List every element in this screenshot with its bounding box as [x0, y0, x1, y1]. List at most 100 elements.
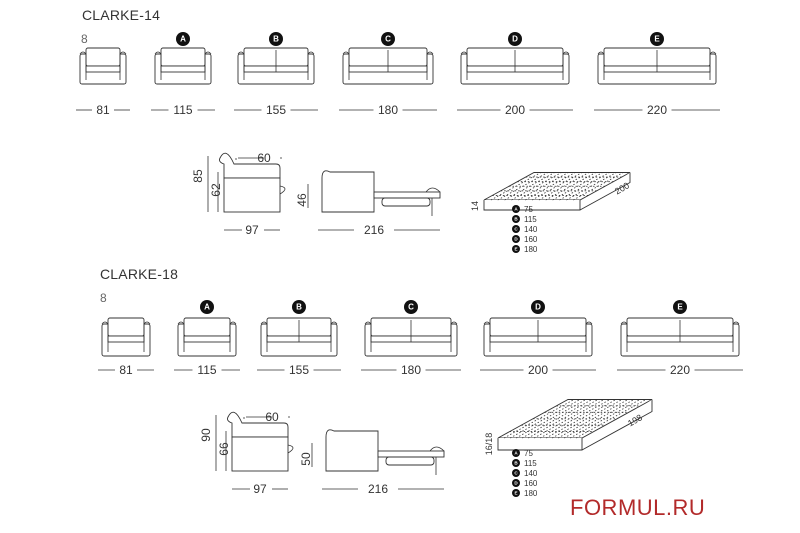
sofa-right-arm — [143, 321, 151, 352]
size-badge-c: C — [381, 32, 395, 46]
sofa-side-view — [227, 411, 294, 472]
sofa-left-arm — [460, 51, 468, 80]
sofa-side-handle — [279, 185, 286, 195]
sofa-front-view — [460, 47, 570, 85]
size-badge-e: E — [512, 245, 520, 253]
quilt-line — [559, 172, 610, 201]
quilt-line — [572, 172, 624, 201]
mattress-width-value: 160 — [524, 479, 538, 488]
sofa-right-arm — [585, 321, 593, 352]
badge-circle — [512, 235, 520, 243]
size-badge-b: B — [512, 459, 520, 467]
sofa-front-view — [79, 47, 127, 85]
width-value: 180 — [401, 363, 421, 377]
section-clarke-14: 81A115B155C180D200E220608562974621614200… — [76, 32, 720, 254]
size-badge-c: C — [404, 300, 418, 314]
badge-circle — [512, 489, 520, 497]
sofa-right-arm — [204, 51, 212, 80]
badge-letter: A — [514, 207, 518, 212]
size-badge-d: D — [531, 300, 545, 314]
mattress-width-value: 180 — [524, 489, 538, 498]
depth-value: 97 — [245, 223, 259, 237]
back-depth-value: 60 — [257, 151, 271, 165]
width-value: 200 — [505, 103, 525, 117]
badge-circle — [269, 32, 283, 46]
size-badge-b: B — [269, 32, 283, 46]
quilt-line — [552, 172, 603, 201]
open-length-value: 216 — [368, 482, 388, 496]
sofa-front-view — [154, 47, 212, 85]
size-badge-b: B — [292, 300, 306, 314]
height-value: 85 — [191, 169, 205, 183]
sofa-right-arm — [709, 51, 717, 80]
badge-circle — [512, 459, 520, 467]
badge-letter: D — [514, 237, 518, 242]
badge-letter: E — [677, 303, 683, 312]
quilt-line — [518, 172, 569, 201]
sofa-back — [107, 317, 145, 337]
width-value: 81 — [96, 103, 110, 117]
sofa-left-arm — [260, 321, 268, 352]
sofa-bed-open-view — [321, 170, 441, 216]
size-badge-e: E — [650, 32, 664, 46]
sofa-seat — [85, 65, 121, 73]
sofa-left-arm — [237, 51, 245, 80]
sofa-front-view — [364, 317, 458, 357]
mattress-width-value: 115 — [524, 459, 537, 468]
quilt-line — [503, 399, 575, 439]
seat-height-value: 66 — [217, 442, 231, 456]
sofa-left-arm — [597, 51, 605, 80]
badge-circle — [512, 245, 520, 253]
sofa-side-body — [223, 177, 281, 213]
badge-letter: E — [514, 247, 517, 252]
sofa-right-arm — [450, 321, 458, 352]
sofa-side-handle — [287, 444, 294, 454]
sofa-side-top — [227, 411, 289, 438]
badge-circle — [512, 205, 520, 213]
quilt-line — [569, 399, 641, 439]
badge-circle — [673, 300, 687, 314]
size-badge-d: D — [508, 32, 522, 46]
sofa-back — [160, 47, 206, 67]
quilt-line — [566, 172, 617, 201]
height-value: 90 — [199, 428, 213, 442]
sofa-right-arm — [229, 321, 237, 352]
sofa-left-arm — [342, 51, 350, 80]
armchair-label: 8 — [100, 291, 107, 305]
width-value: 81 — [119, 363, 133, 377]
quilt-line — [545, 399, 617, 439]
mattress-thickness-value: 14 — [470, 201, 480, 211]
badge-letter: A — [204, 303, 210, 312]
sofa-front-view — [597, 47, 717, 85]
bed-mattress — [377, 450, 445, 458]
badge-circle — [200, 300, 214, 314]
mattress-width-value: 160 — [524, 235, 538, 244]
width-value: 220 — [670, 363, 690, 377]
seat-height-value: 62 — [209, 183, 223, 197]
badge-circle — [381, 32, 395, 46]
badge-letter: D — [535, 303, 541, 312]
quilt-line — [531, 172, 583, 201]
sofa-back — [183, 317, 231, 337]
badge-circle — [650, 32, 664, 46]
mattress-width-value: 180 — [524, 245, 538, 254]
sofa-left-arm — [483, 321, 491, 352]
quilt-line — [563, 399, 635, 439]
mattress-side — [581, 399, 653, 451]
sofa-left-arm — [177, 321, 185, 352]
size-badge-e: E — [512, 489, 520, 497]
size-badge-d: D — [512, 235, 520, 243]
sofa-seat — [107, 335, 145, 343]
badge-circle — [512, 225, 520, 233]
mattress-front — [483, 200, 581, 211]
section-title-clarke-18: CLARKE-18 — [100, 266, 179, 282]
mattress-width-value: 75 — [524, 449, 533, 458]
size-badge-c: C — [512, 225, 520, 233]
mattress-drawing — [497, 399, 653, 451]
badge-letter: C — [408, 303, 414, 312]
size-badge-a: A — [176, 32, 190, 46]
sofa-front-view — [237, 47, 315, 85]
sofa-front-view — [342, 47, 434, 85]
